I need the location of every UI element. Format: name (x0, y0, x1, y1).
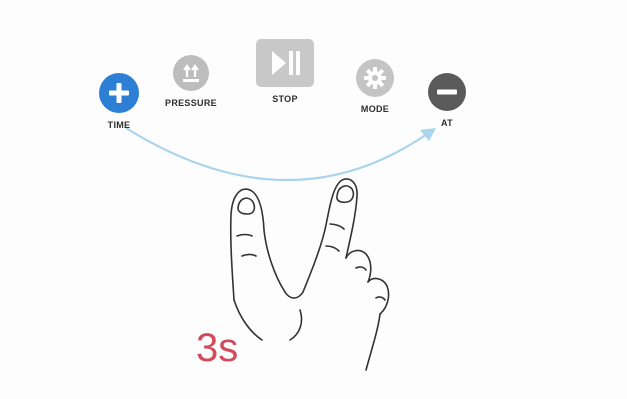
hold-duration-text: 3s (196, 328, 238, 368)
